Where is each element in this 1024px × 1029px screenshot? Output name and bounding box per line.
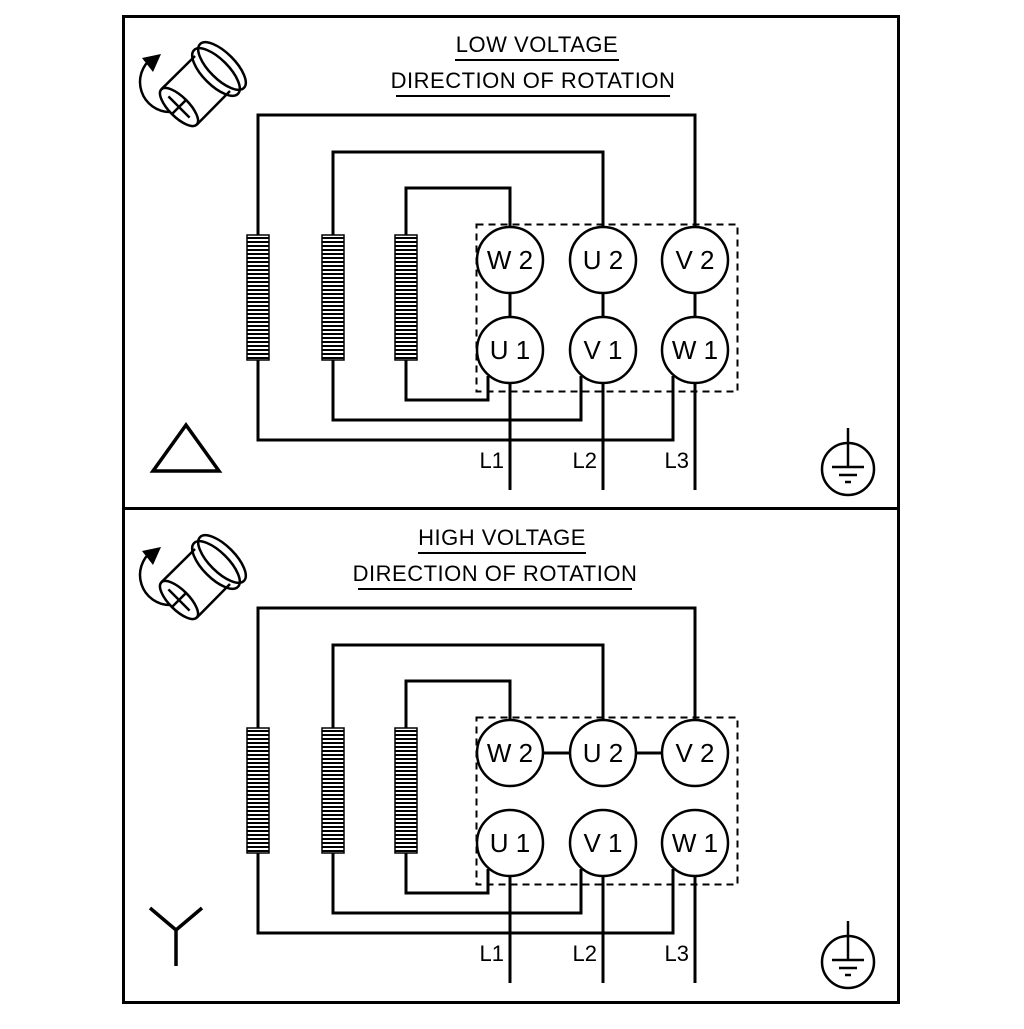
winding-coil: [321, 727, 345, 854]
terminal-box-outline: [475, 716, 739, 886]
winding-coil: [246, 727, 270, 854]
low-voltage-panel: LOW VOLTAGE DIRECTION OF ROTATION: [122, 15, 900, 510]
winding-coil: [321, 234, 345, 361]
terminal-u2: U 2: [568, 718, 638, 788]
stator-wiring: [256, 606, 697, 983]
winding-coil: [394, 234, 418, 361]
panel-subtitle: DIRECTION OF ROTATION: [391, 68, 676, 93]
terminal-label: U 1: [490, 335, 530, 365]
supply-line-label-l1: L1: [480, 448, 504, 473]
supply-line-label-l3: L3: [665, 941, 689, 966]
winding-coils: [246, 727, 418, 854]
panel-title: HIGH VOLTAGE: [418, 525, 586, 550]
supply-line-label-l3: L3: [665, 448, 689, 473]
winding-coil: [246, 234, 270, 361]
terminal-label: V 1: [583, 828, 622, 858]
star-connection-icon: [148, 906, 204, 966]
terminal-v1: V 1: [568, 315, 638, 385]
supply-line-label-l2: L2: [573, 448, 597, 473]
panel-border: [122, 507, 900, 1004]
rotation-arrowhead: [142, 54, 161, 72]
terminal-label: W 1: [672, 335, 718, 365]
terminal-w2: W 2: [475, 225, 545, 295]
supply-line-label-l2: L2: [573, 941, 597, 966]
earth-ground-icon: [820, 921, 876, 990]
terminal-label: V 2: [675, 738, 714, 768]
high-voltage-panel: HIGH VOLTAGE DIRECTION OF ROTATION: [122, 507, 900, 1004]
terminal-w2: W 2: [475, 718, 545, 788]
terminal-box-outline: [475, 223, 739, 393]
terminal-u1: U 1: [475, 315, 545, 385]
terminal-label: V 1: [583, 335, 622, 365]
terminal-w1: W 1: [660, 808, 730, 878]
terminal-label: U 2: [583, 245, 623, 275]
earth-ground-icon: [820, 428, 876, 497]
terminal-label: W 2: [487, 245, 533, 275]
terminal-u2: U 2: [568, 225, 638, 295]
supply-line-label-l1: L1: [480, 941, 504, 966]
panel-subtitle: DIRECTION OF ROTATION: [353, 561, 638, 586]
shaft-rotation-icon: [138, 533, 248, 621]
stator-wiring: [256, 113, 697, 490]
winding-coils: [246, 234, 418, 361]
terminal-u1: U 1: [475, 808, 545, 878]
rotation-arrowhead: [142, 547, 161, 565]
terminal-w1: W 1: [660, 315, 730, 385]
shaft-rotation-icon: [138, 40, 248, 128]
delta-connection-icon: [149, 421, 223, 473]
terminal-label: W 1: [672, 828, 718, 858]
winding-coil: [394, 727, 418, 854]
terminal-label: V 2: [675, 245, 714, 275]
terminal-label: W 2: [487, 738, 533, 768]
terminal-v2: V 2: [660, 718, 730, 788]
terminal-v2: V 2: [660, 225, 730, 295]
terminal-label: U 2: [583, 738, 623, 768]
terminal-v1: V 1: [568, 808, 638, 878]
terminal-label: U 1: [490, 828, 530, 858]
panel-title: LOW VOLTAGE: [456, 32, 618, 57]
